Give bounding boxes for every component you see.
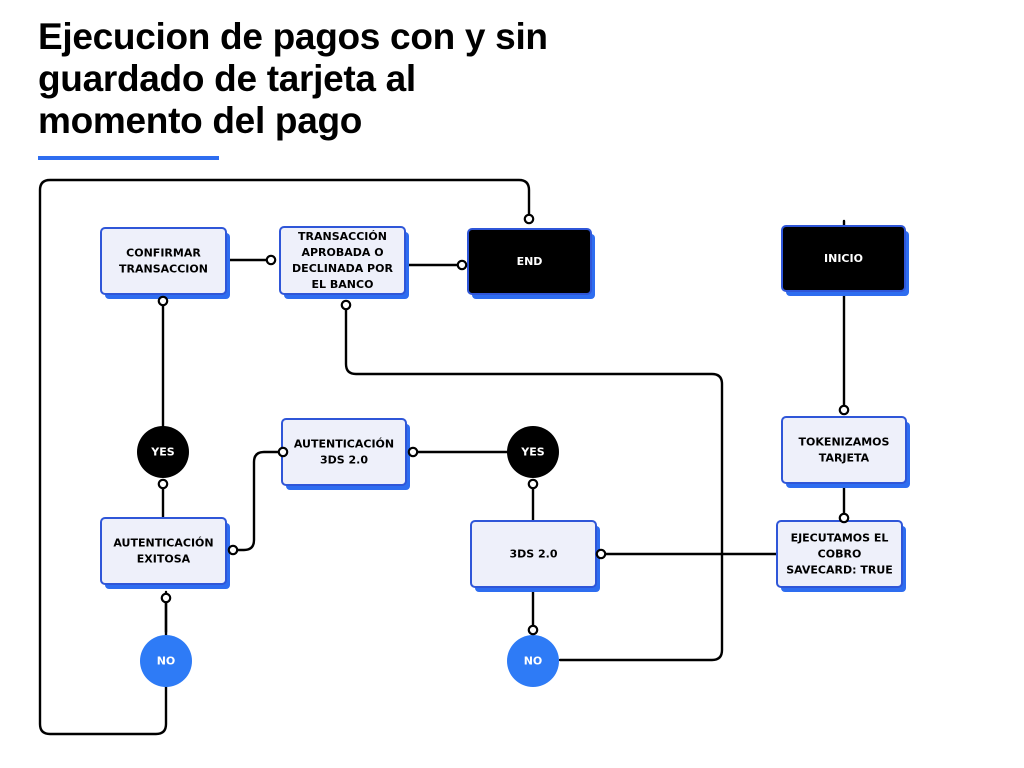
tokenizamos-tarjeta-box: TOKENIZAMOS TARJETA xyxy=(781,416,910,488)
inicio-box-rect xyxy=(781,225,906,292)
no-left-circle: NO xyxy=(140,635,192,687)
nodes: CONFIRMAR TRANSACCION TRANSACCIÓN APROBADA … xyxy=(100,225,910,592)
ejecutamos-cobro-box-label-1: EJECUTAMOS EL xyxy=(791,532,889,545)
no-right-circle: NO xyxy=(507,635,559,687)
exitosa-to-autenticacion-connector xyxy=(231,450,285,552)
yes-left-circle: YES xyxy=(137,426,189,478)
loop-left-connector xyxy=(38,178,531,736)
connector-port xyxy=(527,478,539,490)
3ds-box-label-1: 3DS 2.0 xyxy=(509,548,557,561)
end-box-rect xyxy=(467,228,592,295)
confirmar-transaccion-box-label-2: TRANSACCION xyxy=(119,263,208,276)
no-right-circle-shape xyxy=(507,635,559,687)
autenticacion-3ds-box-label-1: AUTENTICACIÓN xyxy=(294,438,394,451)
inicio-box-label-1: INICIO xyxy=(824,252,863,265)
connector-port xyxy=(157,295,169,307)
diagram-title: Ejecucion de pagos con y sin guardado de… xyxy=(38,16,548,141)
connector-port xyxy=(407,446,419,458)
autenticacion-exitosa-box-rect xyxy=(100,517,227,585)
autenticacion-3ds-box-label-2: 3DS 2.0 xyxy=(320,454,368,467)
yes-right-circle: YES xyxy=(507,426,559,478)
yes-right-circle-shape xyxy=(507,426,559,478)
decision-circles: YES YES NO NO xyxy=(137,426,559,687)
confirmar-transaccion-box: CONFIRMAR TRANSACCION xyxy=(100,227,230,299)
3ds-box: 3DS 2.0 xyxy=(470,520,600,592)
transaccion-aprobada-box-label-4: EL BANCO xyxy=(312,278,374,291)
transaccion-loop-connector xyxy=(344,303,724,662)
connector-ports xyxy=(157,213,850,636)
confirmar-transaccion-box-label-1: CONFIRMAR xyxy=(126,247,201,260)
connector-port xyxy=(227,544,239,556)
confirmar-transaccion-box-rect xyxy=(100,227,227,295)
connector-port xyxy=(595,548,607,560)
autenticacion-3ds-box: AUTENTICACIÓN 3DS 2.0 xyxy=(281,418,410,490)
no-left-circle-label: NO xyxy=(157,655,176,668)
yes-left-circle-label: YES xyxy=(150,446,174,459)
connectors xyxy=(38,178,846,736)
ejecutamos-cobro-box-label-3: SAVECARD: TRUE xyxy=(786,564,893,577)
connector-port xyxy=(277,446,289,458)
connector-port xyxy=(838,404,850,416)
end-box-label-1: END xyxy=(517,255,543,268)
connector-port xyxy=(456,259,468,271)
inicio-box: INICIO xyxy=(781,225,909,296)
ejecutamos-cobro-box-label-2: COBRO xyxy=(818,548,862,561)
connector-port xyxy=(160,592,172,604)
autenticacion-exitosa-box-label-1: AUTENTICACIÓN xyxy=(113,537,213,550)
ejecutamos-cobro-box-rect xyxy=(776,520,903,588)
yes-right-circle-label: YES xyxy=(520,446,544,459)
ejecutamos-cobro-box: EJECUTAMOS EL COBRO SAVECARD: TRUE xyxy=(776,520,906,592)
transaccion-aprobada-box: TRANSACCIÓN APROBADA O DECLINADA POR EL BAN… xyxy=(279,226,409,299)
connector-port xyxy=(838,512,850,524)
autenticacion-3ds-box-rect xyxy=(281,418,407,486)
connector-port xyxy=(157,478,169,490)
tokenizamos-tarjeta-box-label-1: TOKENIZAMOS xyxy=(799,436,890,449)
transaccion-aprobada-box-label-3: DECLINADA POR xyxy=(292,262,393,275)
no-left-circle-shape xyxy=(140,635,192,687)
no-right-circle-label: NO xyxy=(524,655,543,668)
yes-left-circle-shape xyxy=(137,426,189,478)
connector-port xyxy=(340,299,352,311)
connector-port xyxy=(523,213,535,225)
transaccion-aprobada-box-rect xyxy=(279,226,406,295)
end-box: END xyxy=(467,228,595,299)
autenticacion-exitosa-box: AUTENTICACIÓN EXITOSA xyxy=(100,517,230,589)
tokenizamos-tarjeta-box-label-2: TARJETA xyxy=(819,452,870,465)
autenticacion-exitosa-box-label-2: EXITOSA xyxy=(137,553,191,566)
connector-port xyxy=(265,254,277,266)
title-underline xyxy=(38,156,219,160)
connector-port xyxy=(527,624,539,636)
transaccion-aprobada-box-label-2: APROBADA O xyxy=(301,246,383,259)
tokenizamos-tarjeta-box-rect xyxy=(781,416,907,484)
transaccion-aprobada-box-label-1: TRANSACCIÓN xyxy=(298,230,387,243)
